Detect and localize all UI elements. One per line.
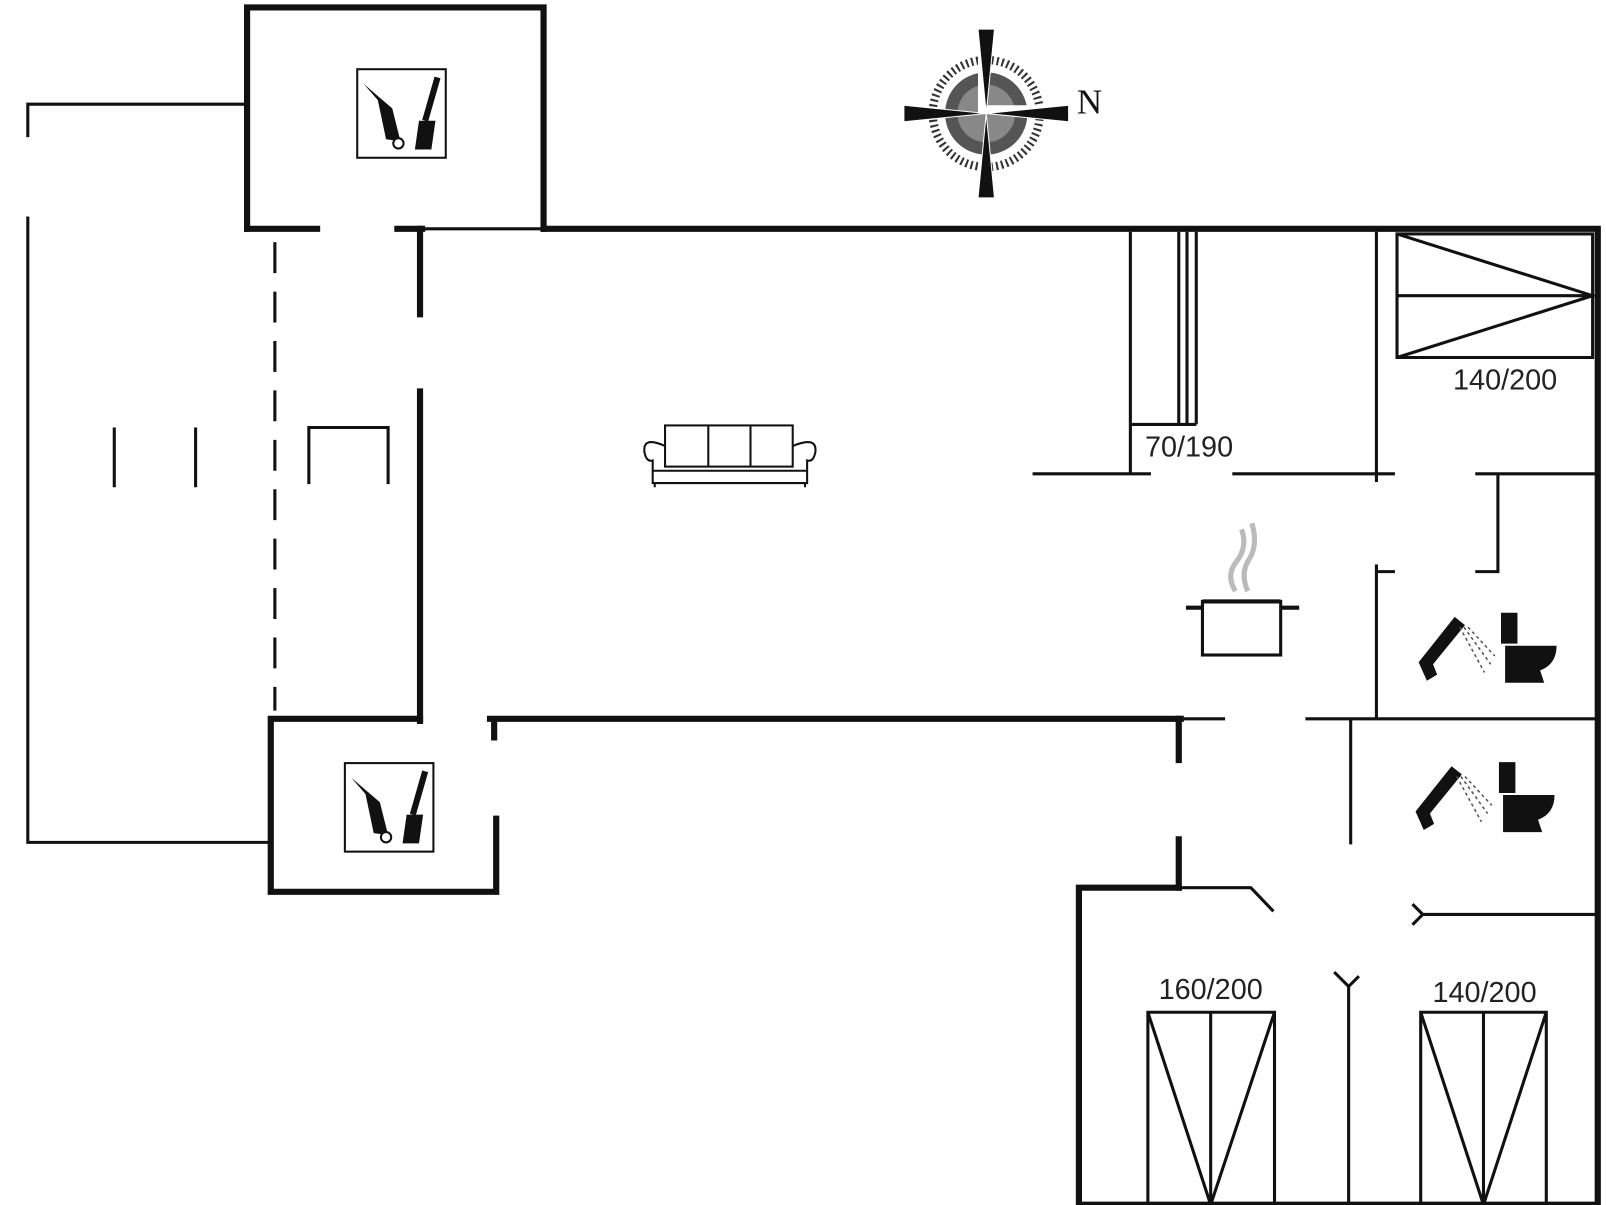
bed-top-right — [1395, 232, 1598, 360]
interior-walls — [422, 227, 1598, 1205]
compass-north-label: N — [1077, 82, 1102, 121]
walls — [243, 4, 1601, 1205]
bed-size-label: 70/190 — [1145, 431, 1233, 463]
tool-shed-icon — [343, 762, 435, 853]
bed-size-label: 160/200 — [1159, 974, 1263, 1006]
bed-bottom-middle — [1146, 1010, 1277, 1205]
bed-size-label: 140/200 — [1453, 364, 1557, 396]
toilet-icon — [1496, 612, 1557, 683]
bed-bottom-right — [1419, 1010, 1548, 1205]
shower-icon — [1418, 616, 1496, 681]
toilet-icon — [1494, 762, 1555, 833]
bed-size-label: 140/200 — [1432, 977, 1536, 1009]
terrace — [26, 102, 390, 844]
cooking-pot-icon — [1185, 522, 1300, 657]
sofa-icon — [643, 424, 817, 488]
shower-icon — [1415, 766, 1493, 831]
tool-shed-icon — [356, 68, 447, 159]
compass-rose-icon — [903, 28, 1070, 199]
